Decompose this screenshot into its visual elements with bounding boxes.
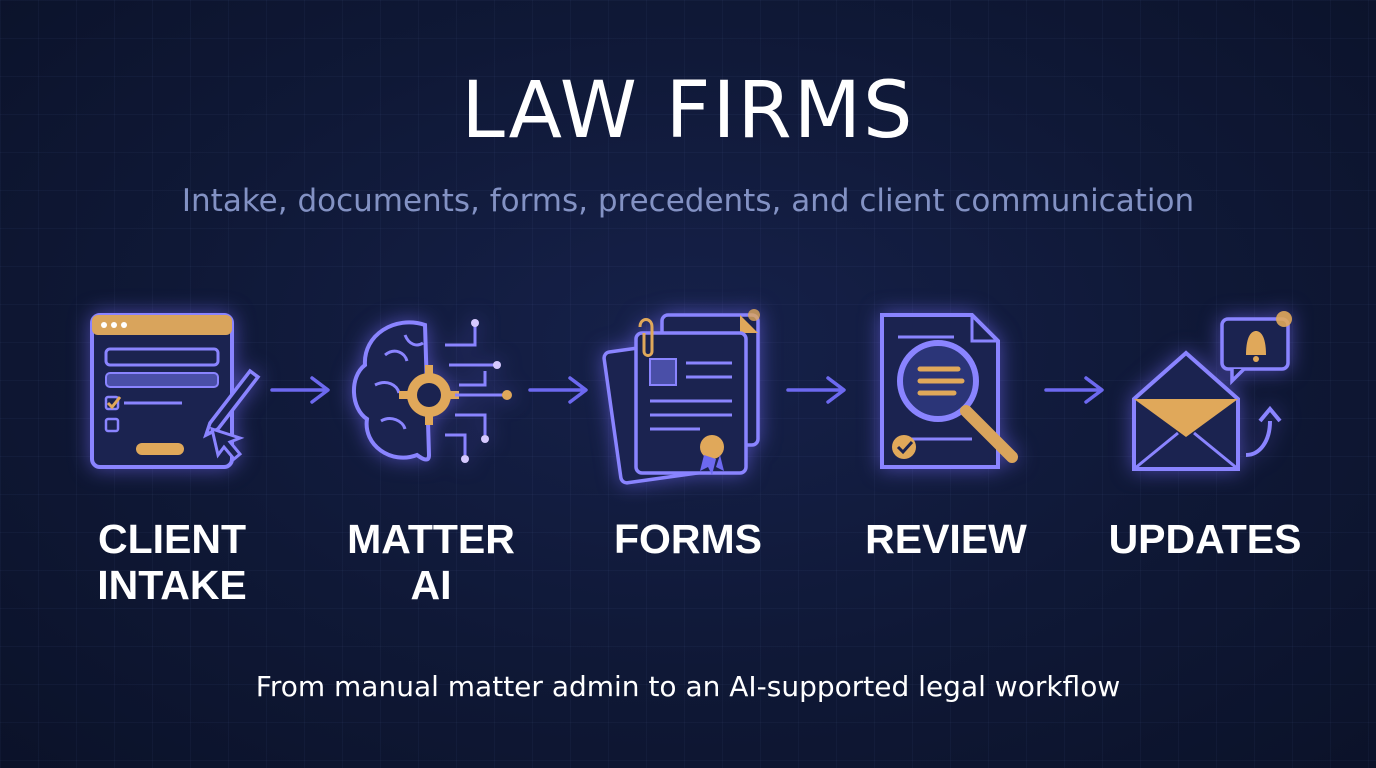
step-label-line: MATTER [347,516,515,562]
step-label-line: AI [410,562,452,608]
step-label-updates: UPDATES [1085,516,1325,562]
flow-arrow [528,376,588,404]
step-label-line: REVIEW [865,516,1027,562]
step-label-matter-ai: MATTER AI [311,516,551,608]
footer-tagline: From manual matter admin to an AI-suppor… [255,670,1121,703]
page-subtitle: Intake, documents, forms, precedents, an… [181,183,1195,219]
step-label-forms: FORMS [568,516,808,562]
brain-gear-icon [351,319,512,463]
document-magnifier-icon [880,313,1018,469]
envelope-bell-icon [1132,311,1292,471]
documents-stack-icon [602,309,760,485]
flow-arrow [270,376,330,404]
step-label-line: INTAKE [97,562,247,608]
step-label-review: REVIEW [826,516,1066,562]
step-label-line: FORMS [613,516,763,562]
intake-form-icon [90,313,261,469]
step-label-line: CLIENT [97,516,247,562]
step-label-client-intake: CLIENT INTAKE [52,516,292,608]
flow-arrow [786,376,846,404]
flow-arrow [1044,376,1104,404]
step-label-line: UPDATES [1108,516,1302,562]
page-title: LAW FIRMS [461,66,915,156]
